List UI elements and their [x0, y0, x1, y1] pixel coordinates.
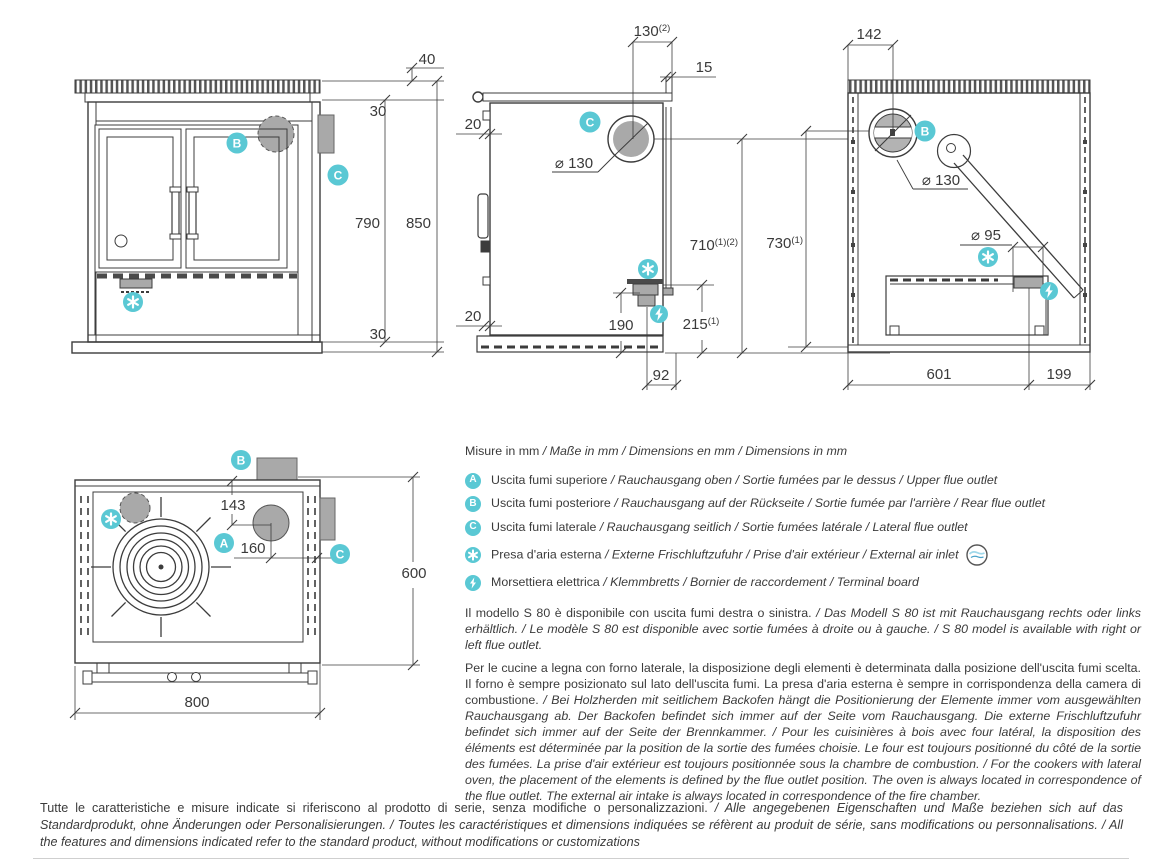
left-door-handle	[171, 189, 180, 237]
terminal-block-back	[1013, 276, 1044, 289]
back-view	[847, 79, 1091, 353]
marker-c-top: C	[330, 544, 350, 564]
dim-side-lip: 15	[696, 59, 713, 76]
legend-item-label: Presa d'aria esterna / Externe Frischluf…	[491, 543, 989, 567]
marker-c-badge: C	[465, 519, 481, 536]
svg-text:A: A	[220, 536, 229, 550]
disclaimer: Tutte le caratteristiche e misure indica…	[40, 801, 1123, 849]
external-air-badge-icon	[965, 543, 989, 567]
front-view-dimensions	[322, 62, 444, 358]
thermometer	[114, 234, 128, 248]
marker-b-back: B	[914, 120, 936, 142]
top-view-dimensions	[69, 471, 420, 720]
marker-c-side: C	[579, 111, 601, 133]
dim-side-flue-offset: 130(2)	[634, 23, 671, 40]
dim-back-flue-offset: 142	[856, 26, 881, 43]
legend-item-label: Uscita fumi laterale / Rauchausgang seit…	[491, 519, 968, 534]
rail-knob	[472, 91, 484, 103]
legend-item-label: Uscita fumi superiore / Rauchausgang obe…	[491, 472, 998, 487]
oven-door-handle-side	[477, 193, 489, 239]
air-inlet-ghost-top	[119, 492, 151, 524]
rear-flue-ghost	[257, 115, 295, 153]
dim-side-air-height: 190	[608, 317, 633, 334]
dim-front-top-thickness: 40	[419, 51, 436, 68]
asterisk-icon	[638, 259, 658, 279]
legend-item-label: Morsettiera elettrica / Klemmbretts / Bo…	[491, 574, 919, 589]
dim-top-upper-flue-offset: 160	[240, 540, 265, 557]
dim-front-base-height: 30	[370, 326, 387, 343]
air-duct-pipe	[962, 154, 1084, 291]
svg-text:B: B	[921, 124, 930, 138]
lightning-icon	[650, 305, 668, 323]
air-inlet-flange	[627, 279, 663, 284]
air-inlet-front	[119, 278, 153, 289]
asterisk-icon	[978, 247, 998, 267]
units-note: Misure in mm / Maße in mm / Dimensions e…	[465, 444, 848, 458]
asterisk-icon	[465, 547, 481, 563]
svg-text:C: C	[334, 168, 343, 182]
dim-back-air-diameter: ⌀ 95	[971, 227, 1001, 244]
svg-text:C: C	[336, 547, 345, 561]
dim-side-terminal-height: 215(1)	[683, 316, 720, 333]
terminal-block-side	[637, 294, 656, 307]
dim-top-depth: 600	[401, 565, 426, 582]
notes: Il modello S 80 è disponibile con uscita…	[465, 605, 1141, 811]
dim-top-width: 800	[184, 694, 209, 711]
legend-item-rear-flue: B Uscita fumi posteriore / Rauchausgang …	[465, 496, 1143, 512]
legend: Misure in mm / Maße in mm / Dimensions e…	[465, 444, 1143, 598]
asterisk-icon	[101, 509, 121, 529]
legend-item-external-air: Presa d'aria esterna / Externe Frischluf…	[465, 543, 1143, 567]
legend-item-upper-flue: A Uscita fumi superiore / Rauchausgang o…	[465, 472, 1143, 489]
technical-drawing: 40 30 790 850 30	[69, 23, 1096, 720]
svg-text:B: B	[237, 453, 246, 467]
legend-item-lateral-flue: C Uscita fumi laterale / Rauchausgang se…	[465, 519, 1143, 536]
dim-front-height-total: 850	[406, 215, 431, 232]
dim-back-width-main: 601	[926, 366, 951, 383]
dim-front-top-gap: 30	[370, 103, 387, 120]
legend-item-terminal-board: Morsettiera elettrica / Klemmbretts / Bo…	[465, 574, 1143, 591]
marker-b-front: B	[226, 132, 248, 154]
svg-text:C: C	[586, 115, 595, 129]
bottom-rule	[33, 858, 1129, 859]
hob-rings	[91, 497, 231, 637]
dim-top-rear-flue-offset: 143	[220, 497, 245, 514]
lateral-oven-note: Per le cucine a legna con forno laterale…	[465, 661, 1141, 803]
model-availability-note: Il modello S 80 è disponibile con uscita…	[465, 606, 1141, 652]
dim-back-flue-diameter: ⌀ 130	[922, 172, 960, 189]
dim-side-terminal-offset: 92	[653, 367, 670, 384]
dim-back-width-side: 199	[1046, 366, 1071, 383]
front-view	[71, 79, 335, 354]
right-door-handle	[188, 189, 197, 237]
side-flue-top	[319, 497, 336, 541]
markers: B C C B B A C	[101, 111, 1058, 564]
dim-side-clearance-bottom: 20	[465, 308, 482, 325]
lightning-icon	[465, 574, 481, 591]
svg-text:B: B	[233, 136, 242, 150]
towel-rail	[482, 92, 673, 102]
dim-front-height-body: 790	[355, 215, 380, 232]
marker-b-top: B	[231, 450, 251, 470]
asterisk-icon	[123, 292, 143, 312]
dim-side-flue-height: 710(1)(2)	[690, 237, 738, 254]
rear-flue-top	[256, 457, 298, 481]
legend-item-label: Uscita fumi posteriore / Rauchausgang au…	[491, 496, 1046, 511]
top-view	[74, 457, 336, 685]
dim-side-flue-diameter: ⌀ 130	[555, 155, 593, 172]
dim-back-flue-height: 730(1)	[766, 235, 803, 252]
side-view	[472, 76, 674, 353]
marker-c-front: C	[327, 164, 349, 186]
marker-b-badge: B	[465, 496, 481, 512]
marker-a-badge: A	[465, 472, 481, 489]
lightning-icon	[1040, 282, 1058, 300]
dim-side-clearance-top: 20	[465, 116, 482, 133]
side-flue-front	[317, 114, 335, 154]
marker-a-top: A	[214, 533, 234, 553]
